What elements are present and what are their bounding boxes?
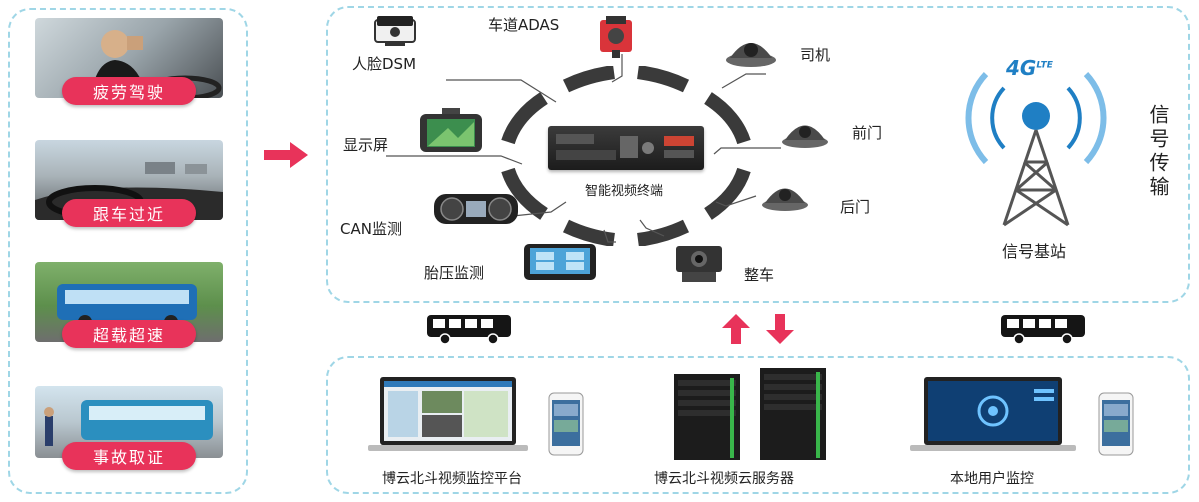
- platform-label: 博云北斗视频监控平台: [382, 471, 522, 487]
- download-arrow-icon: [766, 314, 794, 344]
- accident-evidence-label: 事故取证: [62, 442, 196, 470]
- onboard-system-panel: [326, 6, 1190, 303]
- local-phone-icon: [1098, 392, 1134, 456]
- local-laptop-icon: [910, 377, 1076, 451]
- vehicle-camera-icon: [676, 246, 722, 282]
- server-label: 博云北斗视频云服务器: [654, 471, 794, 487]
- cloud-server-icon: [674, 368, 826, 460]
- badge-4g-text: 4G: [1006, 56, 1037, 80]
- display-screen-icon: [420, 108, 482, 152]
- scenario-panel: [8, 8, 248, 494]
- can-dashboard-icon: [434, 194, 518, 224]
- bus-right-icon: [1001, 315, 1085, 345]
- badge-lte-text: LTE: [1036, 60, 1053, 71]
- dsm-camera-icon: [374, 16, 416, 46]
- platform-phone-icon: [548, 392, 584, 456]
- transmission-label: 信号传输: [1146, 104, 1170, 200]
- can-label: CAN监测: [340, 220, 402, 238]
- front-door-label: 前门: [852, 124, 883, 142]
- connection-ring: [501, 66, 751, 246]
- display-label: 显示屏: [343, 136, 389, 154]
- adas-label: 车道ADAS: [488, 16, 560, 34]
- connector-lines: [386, 54, 781, 243]
- tire-pressure-icon: [524, 244, 596, 280]
- dvr-terminal-image: [548, 126, 704, 170]
- driver-camera-icon: [726, 43, 776, 67]
- bus-left-icon: [427, 315, 511, 345]
- tower-label: 信号基站: [1002, 242, 1067, 261]
- vehicle-label: 整车: [744, 266, 775, 284]
- upload-arrow-icon: [722, 314, 750, 344]
- tire-pressure-label: 胎压监测: [424, 264, 485, 282]
- platform-panel: [326, 356, 1190, 494]
- local-monitor-label: 本地用户监控: [950, 471, 1034, 487]
- adas-camera-icon: [600, 16, 632, 58]
- signal-tower-icon: [965, 71, 1107, 227]
- dvr-terminal-label: 智能视频终端: [585, 184, 664, 199]
- overload-speeding-label: 超载超速: [62, 320, 196, 348]
- front-door-camera-icon: [782, 125, 828, 148]
- dsm-label: 人脸DSM: [352, 55, 417, 73]
- tailgating-label: 跟车过近: [62, 199, 196, 227]
- fatigue-driving-label: 疲劳驾驶: [62, 77, 196, 105]
- badge-4g: 4GLTE: [1006, 56, 1053, 80]
- flow-arrow-icon: [264, 142, 308, 168]
- rear-door-camera-icon: [762, 188, 808, 211]
- driver-label: 司机: [800, 46, 831, 64]
- rear-door-label: 后门: [840, 198, 871, 216]
- platform-laptop-icon: [368, 377, 528, 451]
